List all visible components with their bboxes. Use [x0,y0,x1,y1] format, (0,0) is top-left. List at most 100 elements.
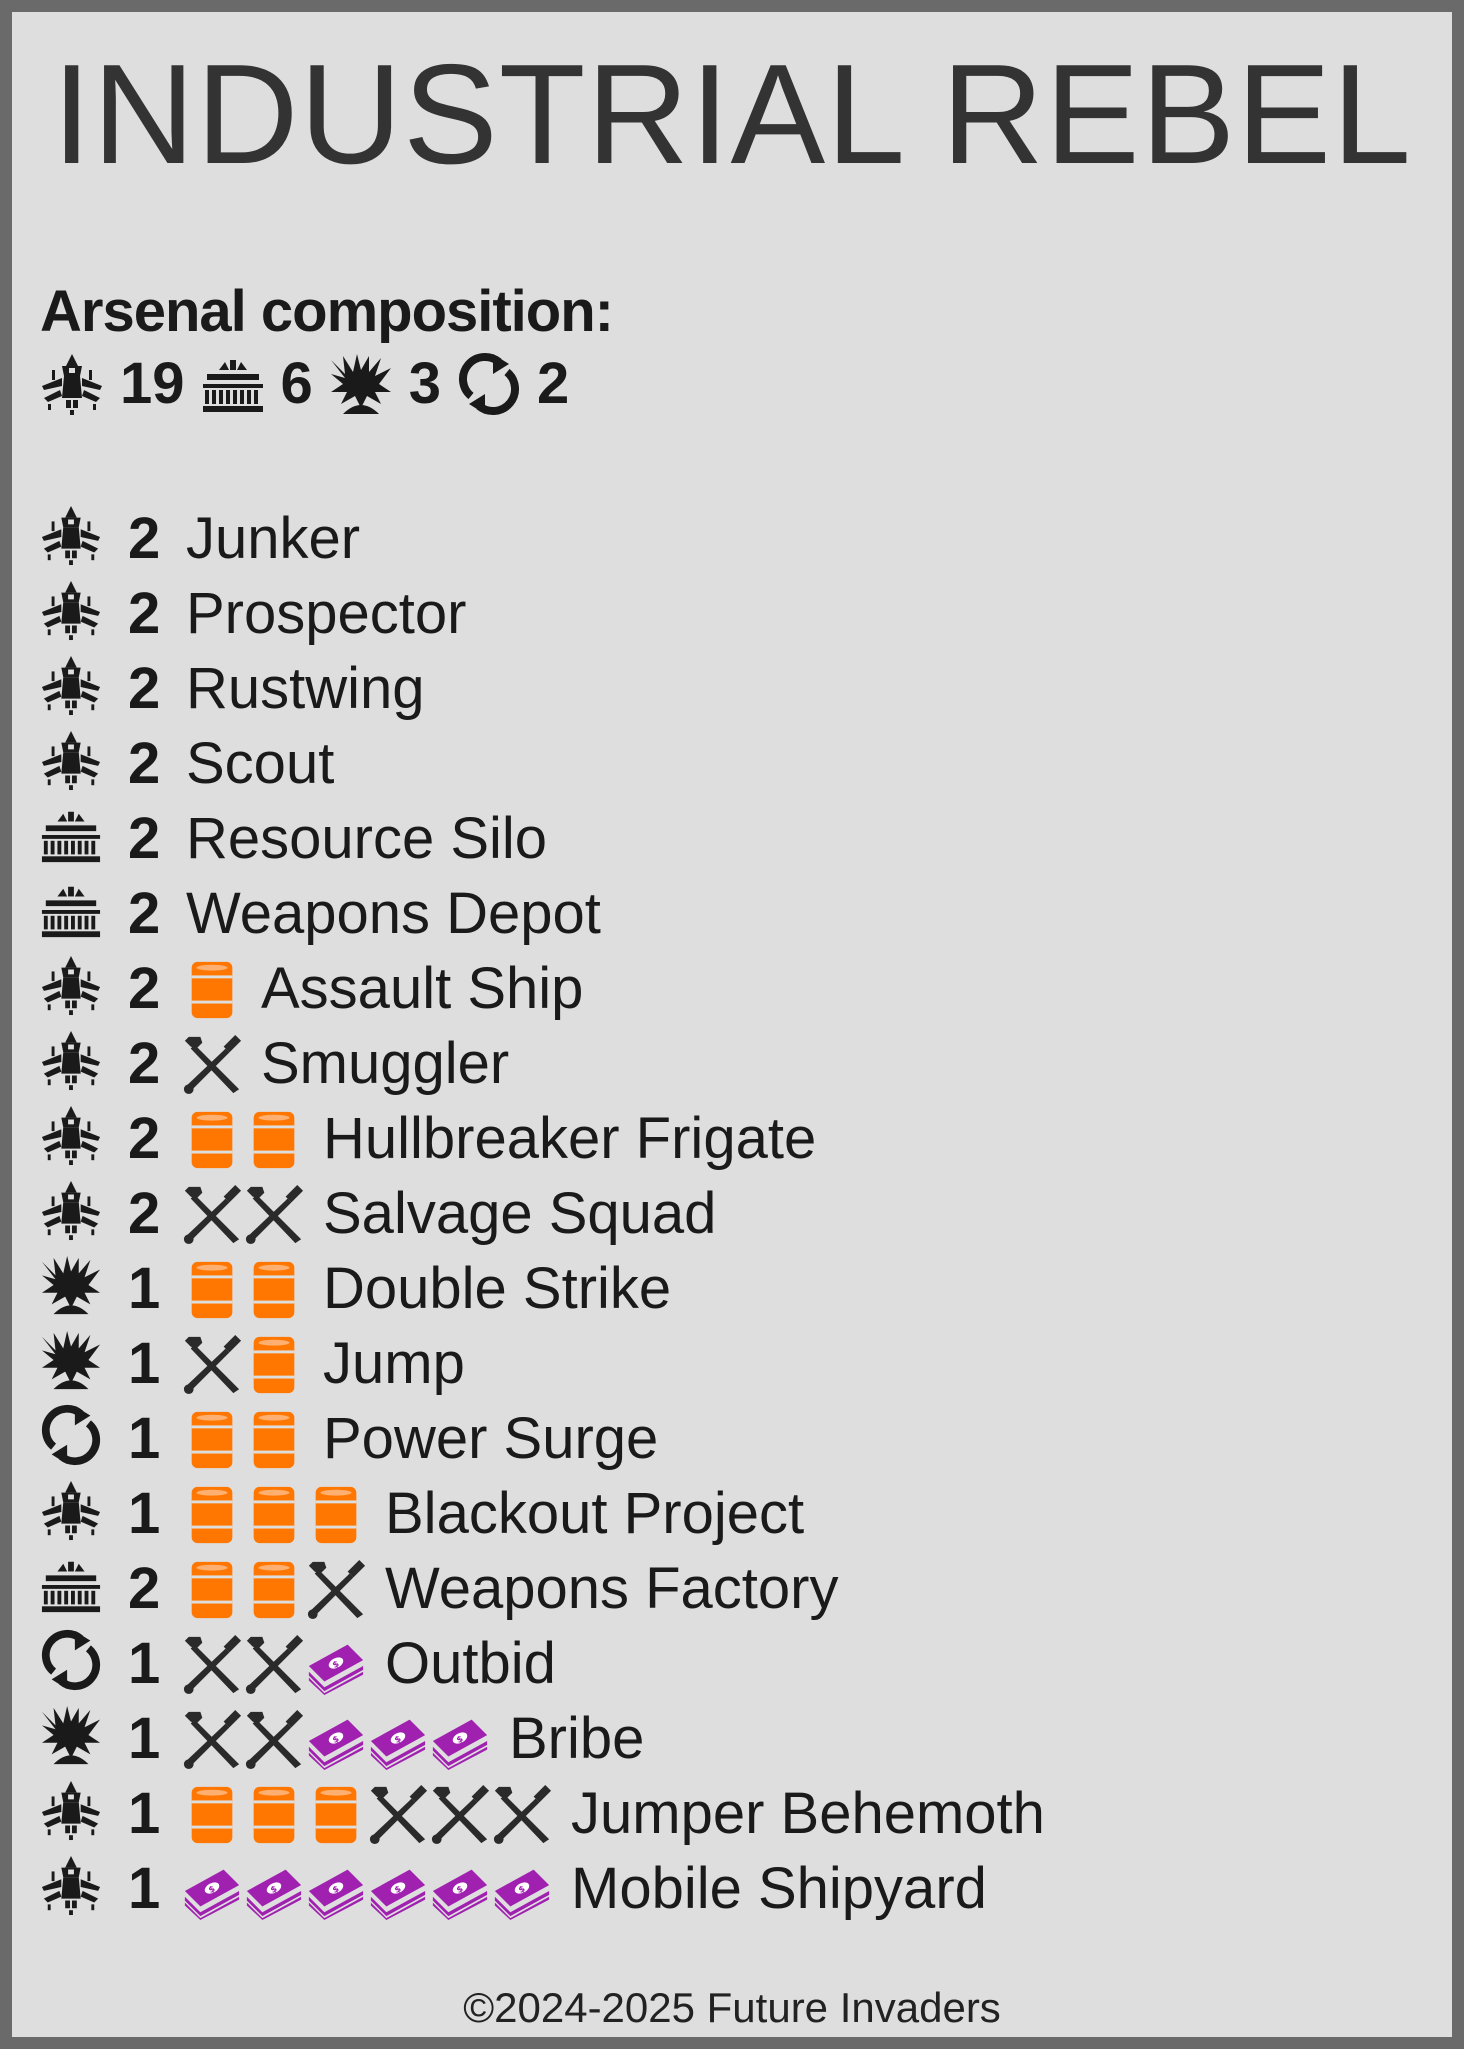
ship-icon [40,1029,102,1091]
svg-text:$: $ [207,1884,217,1896]
summary-count: 19 [120,351,185,416]
card-count: 2 [128,581,161,646]
barrel-icon [181,1558,243,1620]
card-cost [181,951,243,1026]
card-cost [181,1776,553,1851]
barrel-icon [243,1258,305,1320]
barrel-icon [243,1558,305,1620]
summary-count: 3 [408,351,442,416]
ship-icon [40,504,102,566]
card-count: 2 [128,881,161,946]
svg-text:$: $ [331,1659,341,1671]
card-name: Rustwing [186,656,425,721]
ship-icon [40,654,102,716]
tools-icon [181,1333,243,1395]
tools-icon [305,1558,367,1620]
card-name: Weapons Factory [385,1556,839,1621]
card-count: 1 [128,1631,161,1696]
svg-text:$: $ [455,1884,465,1896]
svg-text:$: $ [269,1884,279,1896]
base-icon [40,879,102,941]
svg-text:$: $ [393,1734,403,1746]
svg-text:$: $ [517,1884,527,1896]
card-cost [181,1326,305,1401]
ship-icon [40,1479,102,1541]
card-cost [181,1026,243,1101]
svg-text:$: $ [331,1734,341,1746]
barrel-icon [243,1333,305,1395]
base-icon [40,804,102,866]
card-count: 2 [128,1106,161,1171]
page-title: INDUSTRIAL REBEL [51,35,1413,194]
card-name: Resource Silo [186,806,548,871]
tools-icon [181,1183,243,1245]
card-name: Scout [186,731,335,796]
card-name: Bribe [509,1706,645,1771]
explosion-icon [40,1329,102,1391]
ship-icon [40,1779,102,1841]
card-count: 1 [128,1406,161,1471]
barrel-icon [181,1483,243,1545]
base-icon [40,1554,102,1616]
barrel-icon [181,1108,243,1170]
card-name: Weapons Depot [186,881,601,946]
svg-text:$: $ [331,1884,341,1896]
explosion-icon [40,1254,102,1316]
card-count: 1 [128,1706,161,1771]
card-name: Jump [323,1331,465,1396]
tools-icon [243,1183,305,1245]
ship-icon [40,729,102,791]
card-cost: $ $ $ $ $ $ [181,1851,553,1926]
barrel-icon [181,958,243,1020]
ship-icon [40,1179,102,1241]
money-icon: $ [181,1858,243,1920]
card-cost [181,1176,305,1251]
card-count: 1 [128,1856,161,1921]
card-count: 2 [128,956,161,1021]
card-count: 1 [128,1481,161,1546]
ship-icon [40,579,102,641]
card-count: 1 [128,1256,161,1321]
svg-text:$: $ [455,1734,465,1746]
barrel-icon [181,1258,243,1320]
card-name: Salvage Squad [323,1181,717,1246]
tools-icon [243,1633,305,1695]
barrel-icon [305,1483,367,1545]
card-count: 2 [128,806,161,871]
money-icon: $ [243,1858,305,1920]
money-icon: $ [305,1708,367,1770]
card-cost [181,1401,305,1476]
card-name: Power Surge [323,1406,659,1471]
money-icon: $ [305,1858,367,1920]
ship-icon [40,954,102,1016]
card-count: 2 [128,656,161,721]
card-name: Junker [186,506,361,571]
barrel-icon [243,1483,305,1545]
money-icon: $ [367,1708,429,1770]
card-count: 2 [128,731,161,796]
barrel-icon [181,1408,243,1470]
svg-text:$: $ [393,1884,403,1896]
tools-icon [243,1708,305,1770]
explosion-icon [40,1704,102,1766]
card-cost [181,1551,367,1626]
card-name: Hullbreaker Frigate [323,1106,817,1171]
card-name: Jumper Behemoth [571,1781,1045,1846]
card-name: Assault Ship [261,956,584,1021]
card-count: 2 [128,506,161,571]
summary-count: 2 [537,351,570,416]
card-count: 2 [128,1556,161,1621]
barrel-icon [181,1783,243,1845]
barrel-icon [305,1783,367,1845]
card-name: Double Strike [323,1256,672,1321]
barrel-icon [243,1783,305,1845]
card-cost [181,1251,305,1326]
card-name: Smuggler [261,1031,510,1096]
tools-icon [181,1033,243,1095]
summary-count: 6 [280,351,313,416]
card-cost: $ $ $ [181,1701,491,1776]
money-icon: $ [491,1858,553,1920]
card-count: 2 [128,1181,161,1246]
money-icon: $ [429,1708,491,1770]
tools-icon [181,1633,243,1695]
